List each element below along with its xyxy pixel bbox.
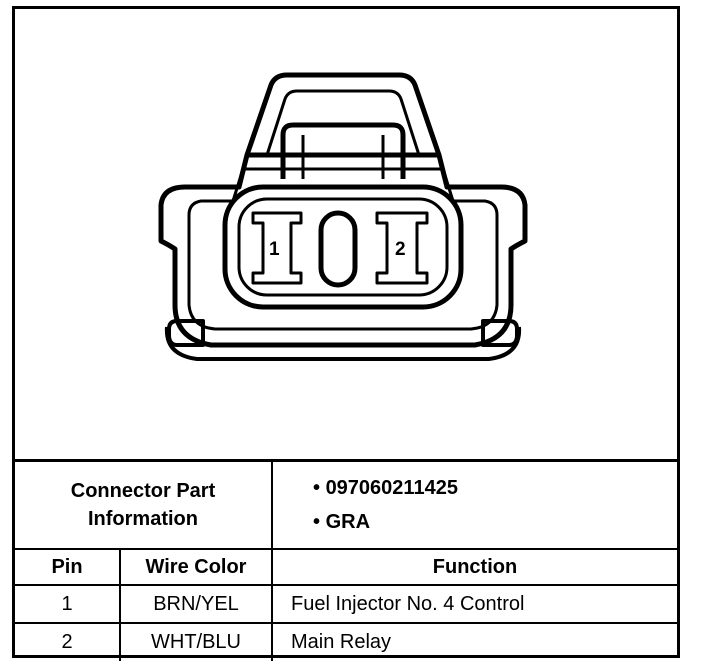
header-function: Function [271, 548, 677, 586]
part-color-item: • GRA [313, 511, 371, 533]
row-1-pin: 1 [15, 584, 121, 624]
pin-2-terminal [375, 211, 429, 285]
part-info-values: • 097060211425 • GRA [271, 462, 677, 550]
header-wire-color: Wire Color [119, 548, 273, 586]
housing-inner [187, 167, 499, 331]
row-1-wire-color: BRN/YEL [119, 584, 273, 624]
housing-outer [158, 152, 528, 348]
connector-info-table: Connector Part Information • 09706021142… [15, 462, 677, 661]
table-header-row: Pin Wire Color Function [15, 548, 677, 586]
connector-drawing: 1 2 [15, 9, 677, 462]
row-1-function: Fuel Injector No. 4 Control [271, 584, 677, 624]
row-2-pin: 2 [15, 622, 121, 661]
part-number-item: • 097060211425 [313, 477, 458, 499]
latch-inner [265, 89, 421, 156]
pin-cavity-outer [222, 184, 464, 310]
part-info-label-line1: Connector Part [70, 480, 216, 502]
row-2-wire-color: WHT/BLU [119, 622, 273, 661]
housing-base [164, 326, 522, 361]
part-color: GRA [325, 511, 371, 533]
latch-tab [280, 122, 406, 179]
latch-outer [244, 72, 442, 156]
connector-face-diagram: 1 2 [158, 72, 528, 361]
pin-1-terminal [251, 211, 303, 285]
row-2-function: Main Relay [271, 622, 677, 661]
part-info-label-line2: Information [88, 508, 198, 530]
pin-2-label: 2 [395, 239, 406, 260]
part-number: 097060211425 [325, 477, 458, 499]
header-pin: Pin [15, 548, 121, 586]
part-info-label: Connector Part Information [15, 462, 273, 550]
part-info-row: Connector Part Information • 09706021142… [15, 462, 677, 550]
pin-1-label: 1 [269, 239, 280, 260]
polarizing-slot [318, 210, 358, 288]
pin-cavity-inner [237, 197, 449, 297]
connector-frame: 1 2 Connector Part Information • 0970602… [12, 6, 680, 661]
table-row: 1 BRN/YEL Fuel Injector No. 4 Control [15, 584, 677, 624]
table-row: 2 WHT/BLU Main Relay [15, 622, 677, 661]
